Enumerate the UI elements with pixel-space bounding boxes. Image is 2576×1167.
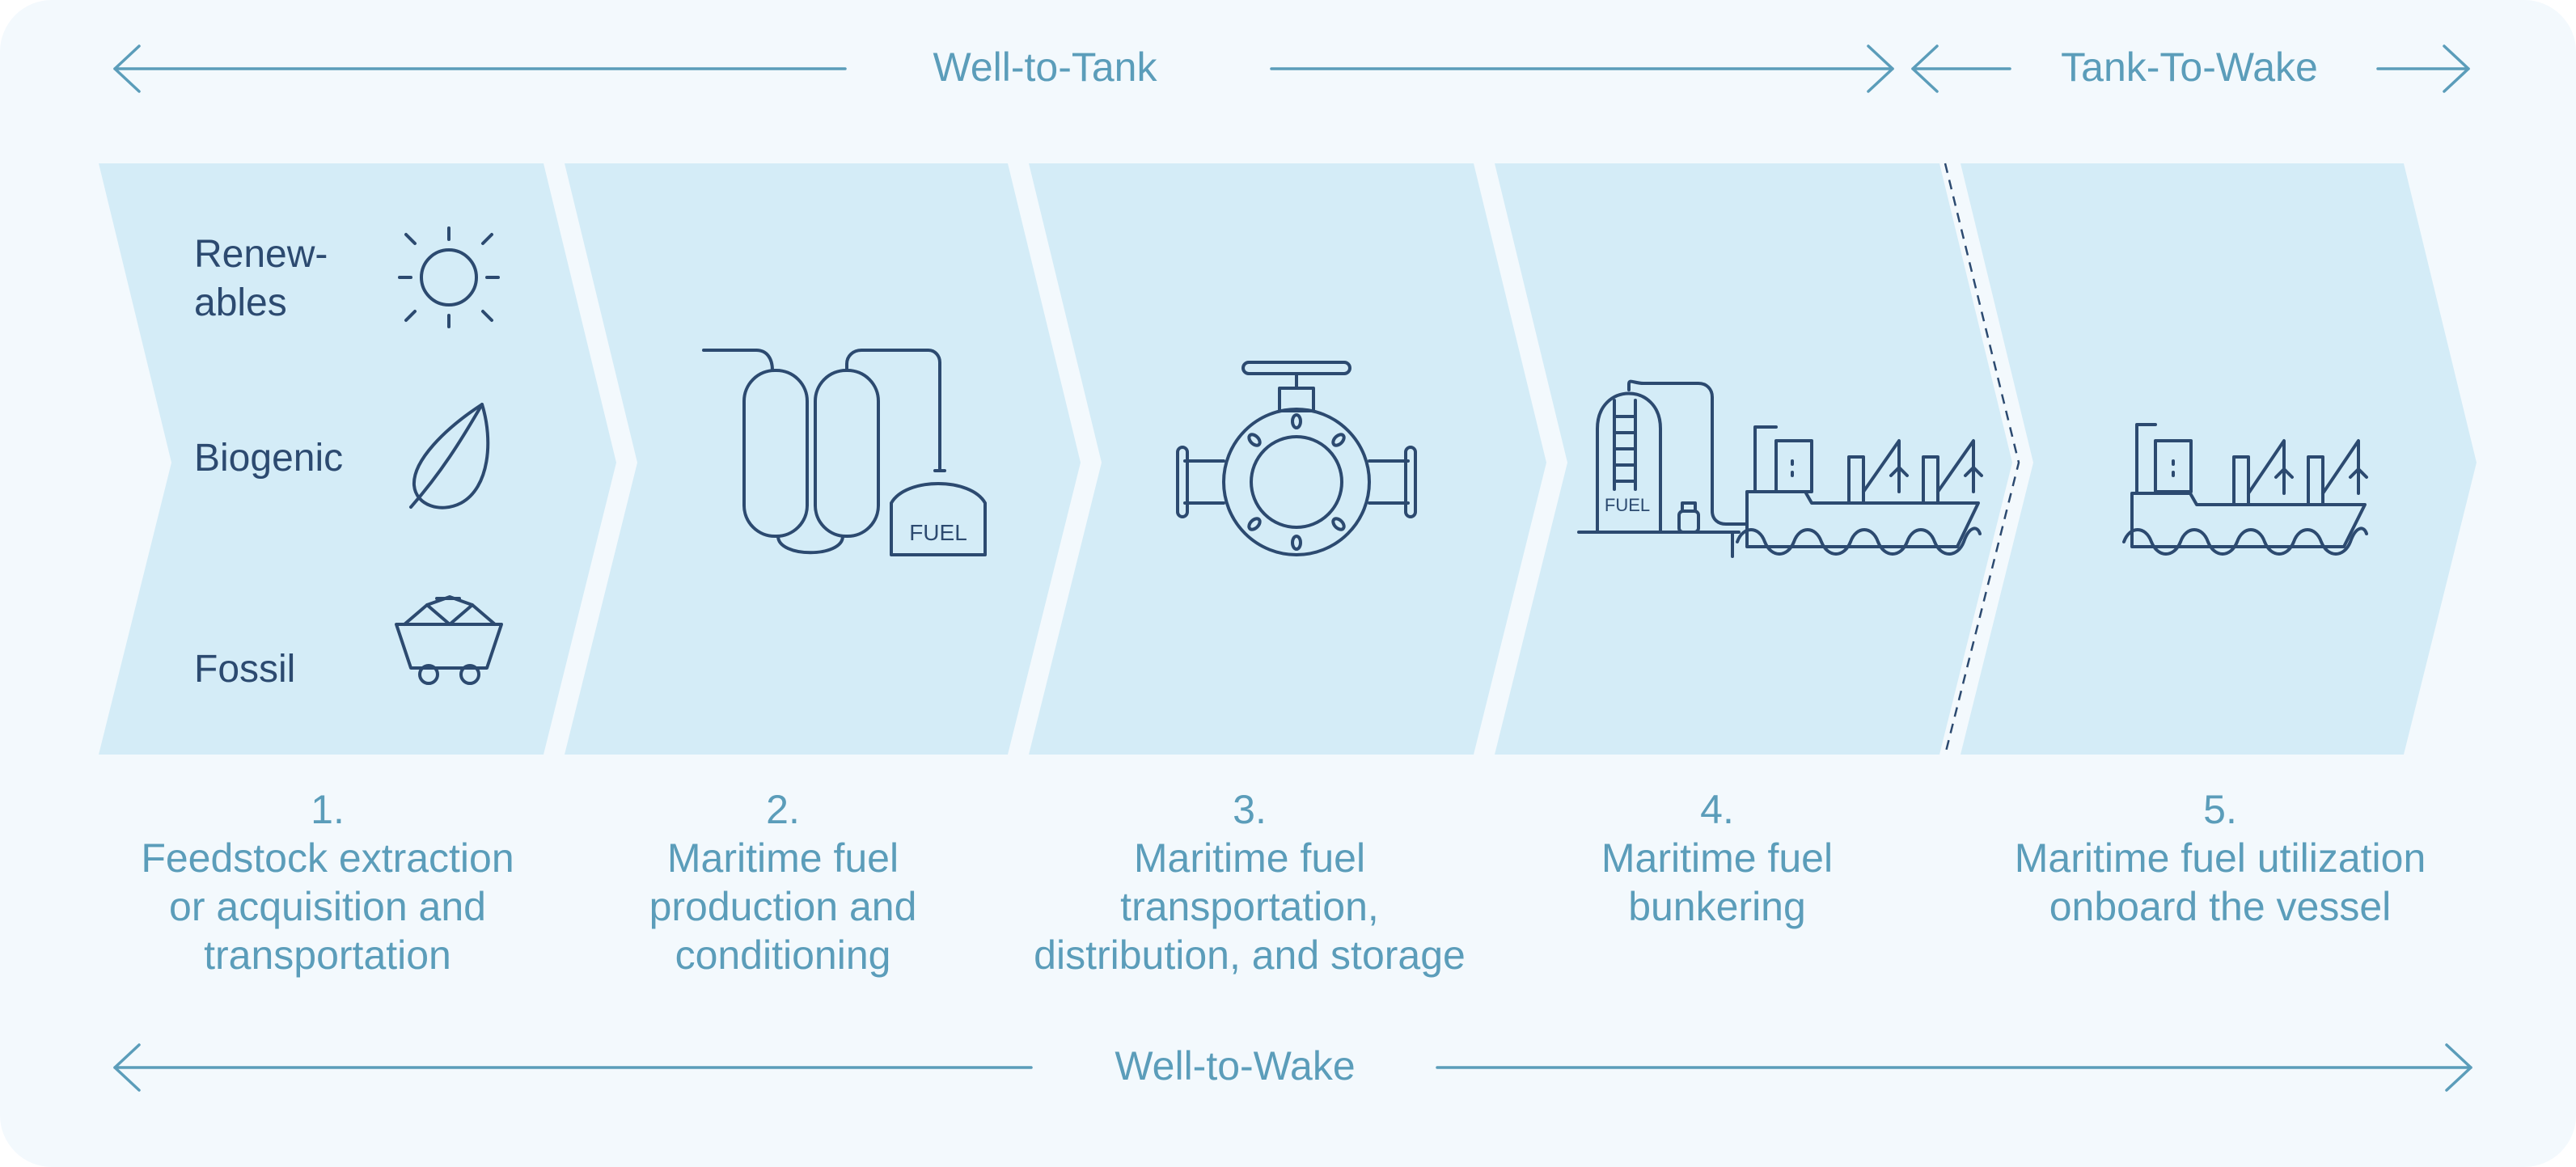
bunker-tank-label: FUEL	[1605, 495, 1650, 515]
step-4-number: 4.	[1700, 787, 1734, 832]
step-5-number: 5.	[2203, 787, 2237, 832]
phase-boundary-line	[1944, 163, 2020, 755]
step-2-caption-line-2: production and	[649, 884, 917, 929]
well-to-tank-label: Well-to-Tank	[933, 44, 1158, 90]
source-renewables-line-1: Renew-	[194, 233, 328, 276]
step-1-caption-line-3: transportation	[204, 932, 451, 978]
source-fossil-label: Fossil	[194, 648, 295, 691]
well-to-tank-arrow	[113, 44, 1894, 93]
production-tanks-icon	[702, 349, 987, 556]
source-renewables-line-2: ables	[194, 281, 287, 324]
step-5-panel	[1961, 163, 2477, 755]
step-4-caption-line-2: bunkering	[1628, 884, 1806, 929]
sun-icon	[398, 226, 500, 328]
step-5-caption-line-2: onboard the vessel	[2049, 884, 2392, 929]
fuel-tank-label: FUEL	[909, 520, 967, 545]
source-renewables-label: Renew- ables	[194, 233, 339, 324]
step-3-panel	[1029, 163, 1546, 755]
step-3-caption-line-3: distribution, and storage	[1034, 932, 1466, 978]
step-5-caption-line-1: Maritime fuel utilization	[2015, 835, 2426, 881]
well-to-wake-label: Well-to-Wake	[1115, 1043, 1355, 1089]
step-1-number: 1.	[311, 787, 345, 832]
step-1-caption-line-1: Feedstock extraction	[141, 835, 514, 881]
step-3-caption-line-2: transportation,	[1120, 884, 1379, 929]
step-3-number: 3.	[1233, 787, 1267, 832]
coal-cart-icon	[395, 595, 503, 685]
leaf-icon	[409, 403, 490, 510]
step-3-caption-line-1: Maritime fuel	[1134, 835, 1365, 881]
step-2-number: 2.	[766, 787, 800, 832]
step-1-caption-line-2: or acquisition and	[169, 884, 486, 929]
step-2-caption-line-3: conditioning	[675, 932, 891, 978]
ship-icon	[2122, 423, 2368, 556]
pipeline-valve-icon	[1176, 361, 1417, 556]
well-to-wake-arrow	[113, 1043, 2472, 1092]
step-2-caption-line-1: Maritime fuel	[667, 835, 899, 881]
step-1-panel	[99, 163, 616, 755]
step-2-panel	[565, 163, 1081, 755]
tank-to-wake-label: Tank-To-Wake	[2061, 44, 2318, 90]
step-4-caption-line-1: Maritime fuel	[1601, 835, 1833, 881]
tank-to-wake-arrow	[1911, 44, 2470, 93]
bunkering-icon	[1577, 379, 1983, 558]
source-biogenic-label: Biogenic	[194, 437, 343, 480]
